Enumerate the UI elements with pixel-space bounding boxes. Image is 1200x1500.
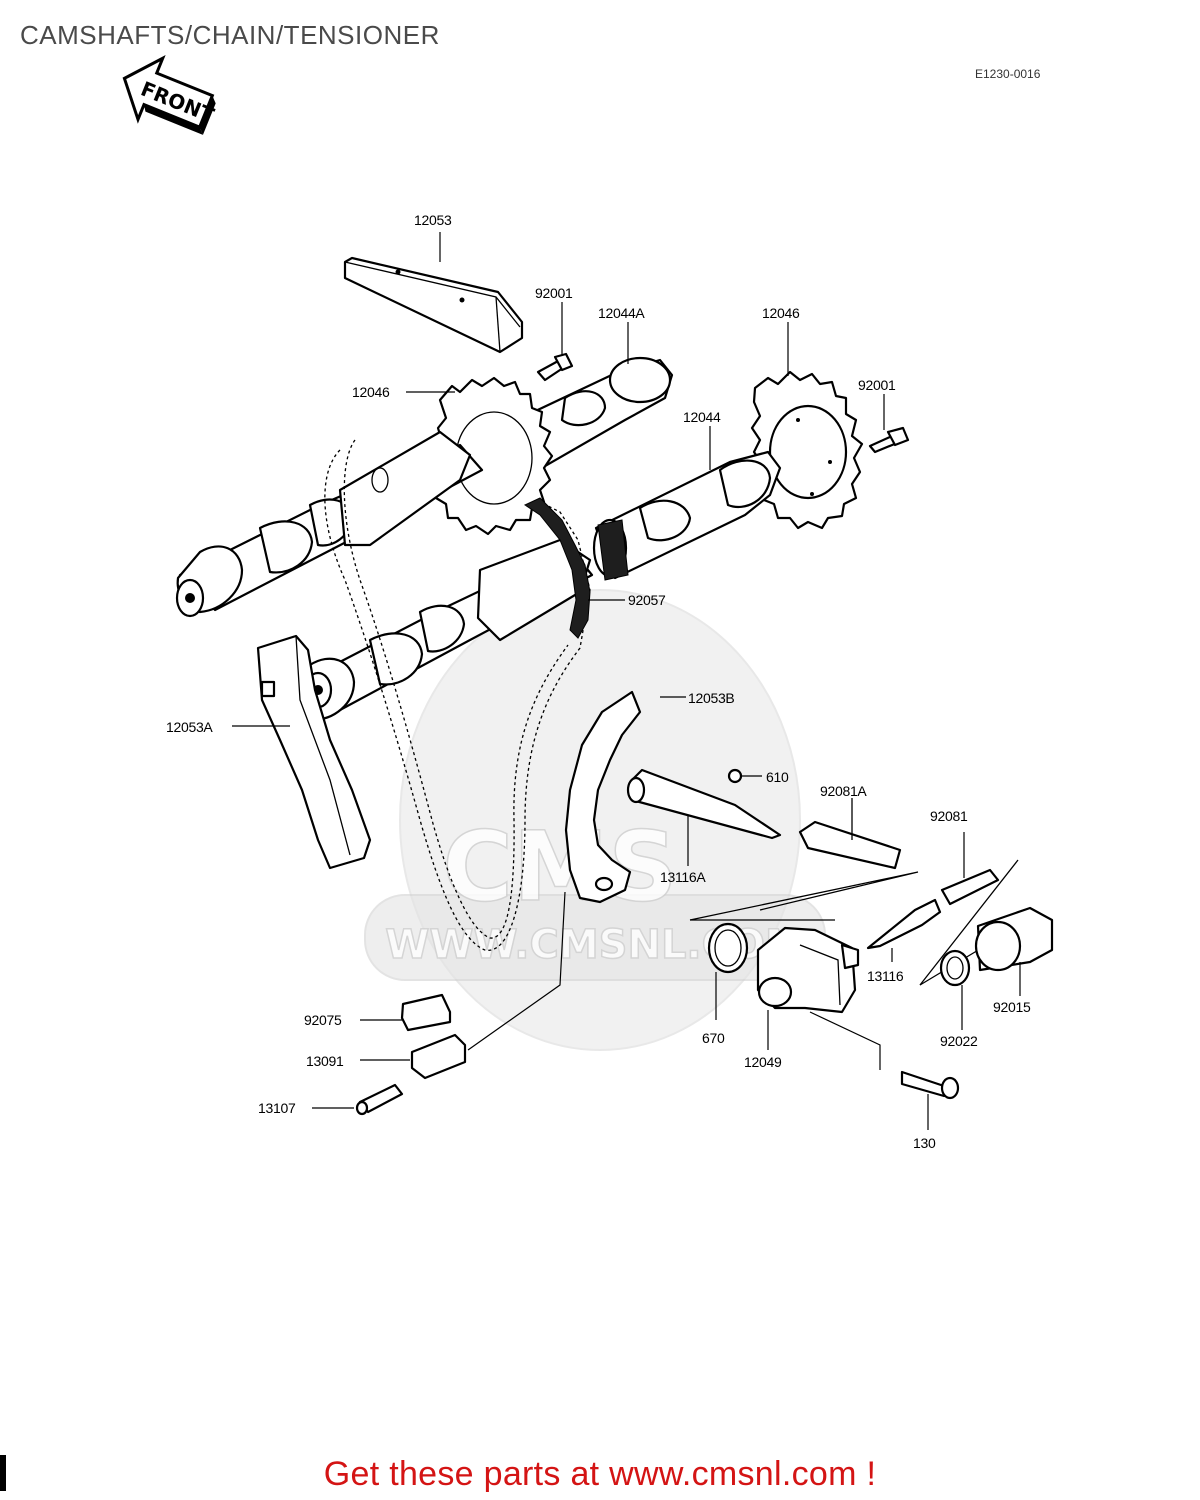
part-label-92075: 92075 [304,1012,342,1028]
part-92001-bolt [536,352,574,382]
part-92057-cam-chain [324,439,625,951]
part-label-13116A: 13116A [660,869,706,885]
part-92081A-spring [798,798,902,870]
part-label-92022: 92022 [940,1033,978,1049]
part-13091-holder [360,891,566,1080]
part-label-12046-left: 12046 [352,384,390,400]
front-arrow-icon: FRONT [122,55,218,135]
part-12053-chain-guide [343,256,524,354]
part-12053B-tensioner-guide [564,690,686,904]
part-610-circlip [727,768,762,784]
footer-promo-link[interactable]: Get these parts at www.cmsnl.com ! [323,1455,877,1493]
edge-mark [0,1455,6,1491]
page-title: CAMSHAFTS/CHAIN/TENSIONER [20,20,440,50]
part-13116-plunger [866,898,942,962]
part-label-13107: 13107 [258,1100,296,1116]
part-label-92001-right: 92001 [858,377,896,393]
part-label-92057: 92057 [628,592,666,608]
part-label-12046-right: 12046 [762,305,800,321]
part-label-610: 610 [766,769,789,785]
part-92001-bolt-right [868,426,910,454]
leader-lines [406,232,885,470]
part-label-13116: 13116 [867,968,904,984]
part-12049-tensioner-body [756,926,860,1050]
cms-watermark: CMS WWW.CMSNL.COM [364,589,826,1051]
part-label-12049: 12049 [744,1054,782,1070]
part-label-130: 130 [913,1135,936,1151]
part-92081-spring [940,832,1000,906]
part-13116A-push-rod [626,768,782,866]
part-92075-block [360,993,452,1032]
part-label-12044A: 12044A [598,305,645,321]
part-12053A-chain-guide [232,634,372,870]
part-label-670: 670 [702,1030,725,1046]
part-label-13091: 13091 [306,1053,344,1069]
part-label-12053B: 12053B [688,690,735,706]
part-label-92001-left: 92001 [535,285,573,301]
camshaft-left-upper [175,430,484,618]
part-12044-camshaft [592,450,782,581]
part-label-12053: 12053 [414,212,452,228]
part-12046-sprocket-right [750,370,864,530]
part-130-bolt [809,1011,960,1130]
part-label-92081: 92081 [930,808,968,824]
part-label-92081A: 92081A [820,783,867,799]
part-92022-washer [939,949,971,1030]
svg-text:CMS: CMS [442,811,677,923]
part-670-o-ring [707,922,749,1020]
part-92015-cap [974,906,1054,996]
assembly-guide-lines [689,859,1019,986]
part-label-12044: 12044 [683,409,721,425]
part-label-12053A: 12053A [166,719,213,735]
camshaft-left-lower [290,538,594,722]
part-13107-pin [312,1083,404,1116]
diagram-code: E1230-0016 [975,67,1041,81]
part-label-92015: 92015 [993,999,1031,1015]
